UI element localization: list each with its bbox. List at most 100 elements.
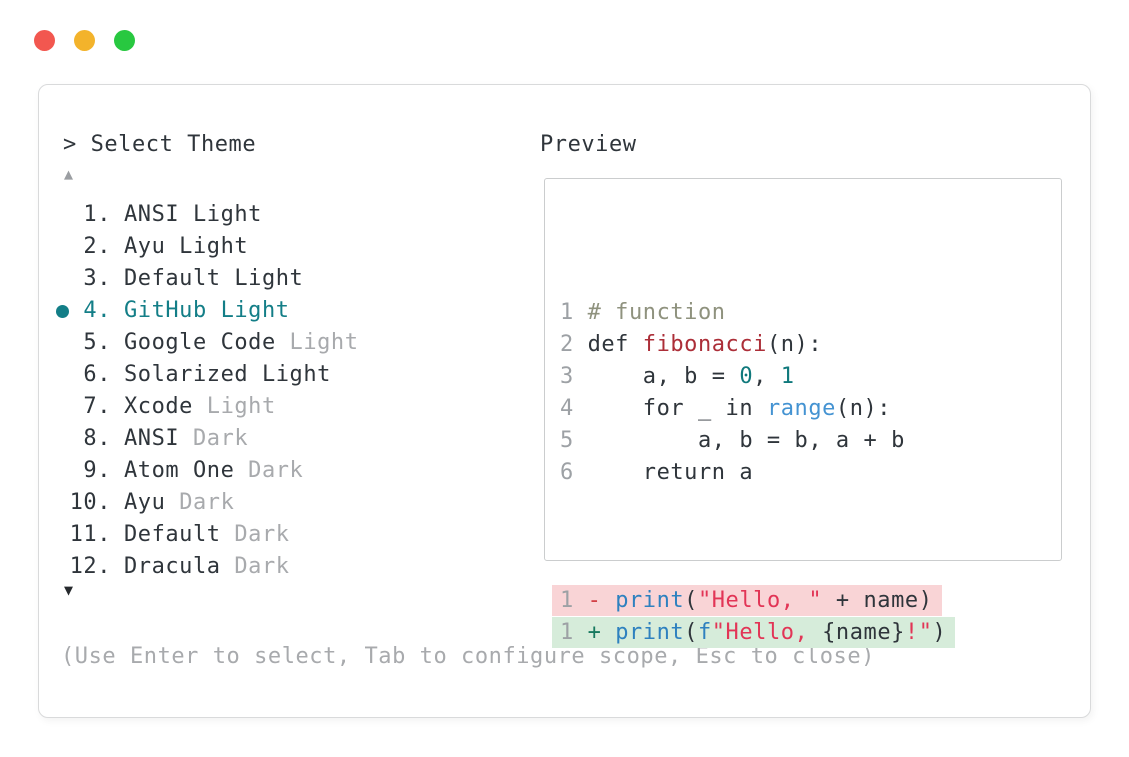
theme-item-variant: Light (206, 394, 276, 419)
maximize-button[interactable] (114, 30, 135, 51)
code-token-text: ( (684, 588, 698, 613)
theme-item-number: 5. (83, 330, 111, 355)
theme-item-variant: Dark (234, 522, 290, 547)
window-traffic-lights (34, 30, 135, 51)
code-token-text: (n): (766, 332, 823, 357)
theme-item-default-light[interactable]: 3. Default Light (63, 263, 359, 295)
theme-item-ansi-light[interactable]: 1. ANSI Light (63, 199, 359, 231)
line-number: 3 (560, 364, 588, 389)
code-token-text: + name) (822, 588, 933, 613)
theme-item-solarized-light[interactable]: 6. Solarized Light (63, 359, 359, 391)
theme-item-variant: Dark (192, 426, 249, 451)
theme-item-name: Atom One (124, 458, 249, 483)
theme-item-ayu-light[interactable]: 2. Ayu Light (63, 231, 359, 263)
theme-item-name: GitHub Light (124, 298, 290, 323)
theme-item-variant: Light (289, 330, 359, 355)
theme-list: 1. ANSI Light 2. Ayu Light 3. Default Light 4.… (56, 199, 359, 583)
theme-item-xcode-light[interactable]: 7. Xcode Light (63, 391, 359, 423)
theme-item-name: Default Light (124, 266, 304, 291)
close-button[interactable] (34, 30, 55, 51)
theme-item-variant: Dark (234, 554, 290, 579)
theme-item-number: 3. (83, 266, 111, 291)
line-number: 5 (560, 428, 588, 453)
theme-item-name: Xcode (124, 394, 207, 419)
theme-item-github-light[interactable]: 4. GitHub Light (56, 295, 359, 327)
theme-item-ayu-dark[interactable]: 10. Ayu Dark (63, 487, 359, 519)
code-token-text: ) (932, 620, 947, 645)
code-line: 5 a, b = b, a + b (560, 425, 955, 457)
theme-item-name: Ayu (124, 490, 180, 515)
code-token-text: {name} (822, 620, 905, 645)
select-theme-prompt: > Select Theme (63, 132, 257, 157)
code-line: 3 a, b = 0, 1 (560, 361, 955, 393)
theme-item-name: Dracula (124, 554, 235, 579)
scroll-up-icon[interactable]: ▲ (64, 165, 74, 183)
preview-label: Preview (540, 132, 637, 157)
line-number: 6 (560, 460, 588, 485)
line-number: 1 (560, 300, 588, 325)
code-token-text: a, b = (587, 364, 740, 389)
code-token-num: 1 (780, 364, 795, 389)
theme-item-number: 4. (83, 298, 111, 323)
help-text: (Use Enter to select, Tab to configure s… (61, 644, 875, 669)
code-token-text: , (753, 364, 781, 389)
theme-item-google-code-light[interactable]: 5. Google Code Light (63, 327, 359, 359)
theme-item-number: 11. (69, 522, 111, 547)
theme-item-number: 10. (69, 490, 111, 515)
code-token-string: "Hello, " (697, 588, 823, 613)
diff-added-row: 1 + print(f"Hello, {name}!") (552, 617, 956, 649)
theme-item-name: Google Code (124, 330, 290, 355)
diff-removed-line: 1 - print("Hello, " + name) (552, 585, 942, 616)
code-line: 4 for _ in range(n): (560, 393, 955, 425)
code-token-comment: # function (587, 300, 726, 325)
code-token-text: a, b = b, a + b (587, 428, 905, 453)
code-token-builtin: range (766, 396, 836, 421)
scroll-down-icon[interactable]: ▼ (64, 581, 74, 599)
code-token-num: 0 (739, 364, 754, 389)
theme-item-ansi-dark[interactable]: 8. ANSI Dark (63, 423, 359, 455)
theme-item-variant: Dark (248, 458, 304, 483)
theme-item-default-dark[interactable]: 11.Default Dark (63, 519, 359, 551)
code-token-string: "Hello, (711, 620, 823, 645)
theme-item-number: 7. (83, 394, 111, 419)
code-token-text: for _ in (587, 396, 767, 421)
theme-item-number: 6. (83, 362, 111, 387)
code-token-string: !" (904, 620, 933, 645)
theme-item-number: 8. (83, 426, 111, 451)
diff-removed-row: 1 - print("Hello, " + name) (552, 585, 955, 617)
theme-item-name: ANSI (124, 426, 193, 451)
code-token-print: f (697, 620, 712, 645)
code-token-minus: - (587, 588, 616, 613)
theme-item-number: 2. (83, 234, 111, 259)
code-token-plus: + (587, 620, 616, 645)
theme-picker-window: > Select Theme Preview ▲ 1. ANSI Light 2. A… (38, 84, 1091, 718)
theme-item-name: Solarized Light (124, 362, 331, 387)
code-line: 6 return a (560, 457, 955, 489)
theme-item-number: 1. (83, 202, 111, 227)
theme-item-atom-one-dark[interactable]: 9. Atom One Dark (63, 455, 359, 487)
theme-item-dracula-dark[interactable]: 12. Dracula Dark (63, 551, 359, 583)
code-token-func: fibonacci (642, 332, 767, 357)
selected-indicator-dot (56, 305, 69, 318)
code-token-print: print (615, 620, 685, 645)
minimize-button[interactable] (74, 30, 95, 51)
theme-item-number: 12. (69, 554, 111, 579)
theme-item-variant: Dark (179, 490, 235, 515)
code-token-text: ( (684, 620, 698, 645)
theme-item-number: 9. (83, 458, 111, 483)
code-token-text: def (587, 332, 643, 357)
diff-lines: 1 - print("Hello, " + name)1 + print(f"H… (552, 585, 956, 649)
line-number: 2 (560, 332, 588, 357)
line-number: 1 (560, 588, 588, 613)
code-line: 2 def fibonacci(n): (560, 329, 955, 361)
line-number: 4 (560, 396, 588, 421)
theme-item-name: ANSI Light (124, 202, 262, 227)
theme-item-name: Ayu Light (124, 234, 249, 259)
code-line: 1 # function (560, 297, 955, 329)
diff-added-line: 1 + print(f"Hello, {name}!") (552, 617, 956, 648)
line-number: 1 (560, 620, 588, 645)
code-token-text: (n): (835, 396, 892, 421)
